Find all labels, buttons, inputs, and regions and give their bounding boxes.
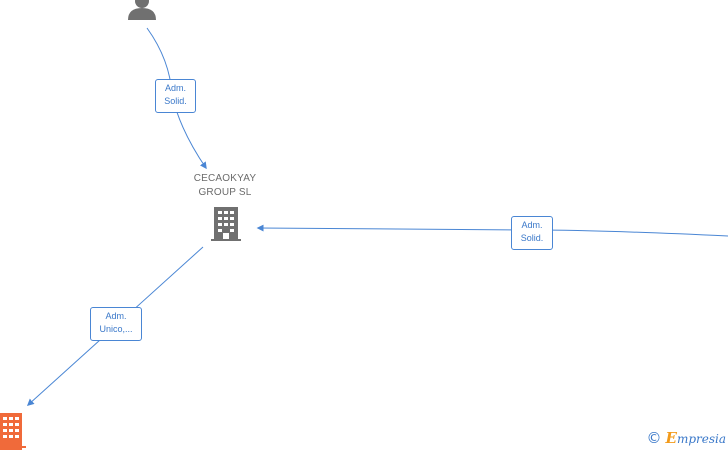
edge-label-line2: Solid. [164, 96, 187, 106]
brand-rest: mpresia [676, 432, 726, 446]
edge-label-person-role[interactable]: Adm. Solid. [155, 79, 196, 113]
edge-label-right-role[interactable]: Adm. Solid. [511, 216, 553, 250]
brand-logo: Empresia [666, 429, 727, 447]
company-name-line1: CECAOKYAY [193, 173, 257, 184]
empresia-watermark: © Empresia [647, 429, 727, 447]
highlight-building-icon[interactable] [0, 413, 26, 450]
copyright-symbol: © [646, 429, 662, 447]
person-icon[interactable] [126, 0, 158, 20]
edge-right-to-company [256, 224, 728, 237]
company-name[interactable]: CECAOKYAY GROUP SL [178, 172, 272, 200]
edge-label-line1: Adm. [105, 311, 127, 321]
edge-label-line2: Solid. [520, 233, 544, 243]
edge-label-line1: Adm. [521, 220, 543, 230]
building-icon[interactable] [211, 207, 241, 241]
brand-initial: E [665, 429, 677, 447]
edge-label-subsidiary-role[interactable]: Adm. Unico,... [90, 307, 142, 341]
company-name-line2: GROUP SL [198, 187, 252, 198]
edge-label-line1: Adm. [164, 83, 186, 93]
edge-label-line2: Unico,... [99, 324, 133, 334]
